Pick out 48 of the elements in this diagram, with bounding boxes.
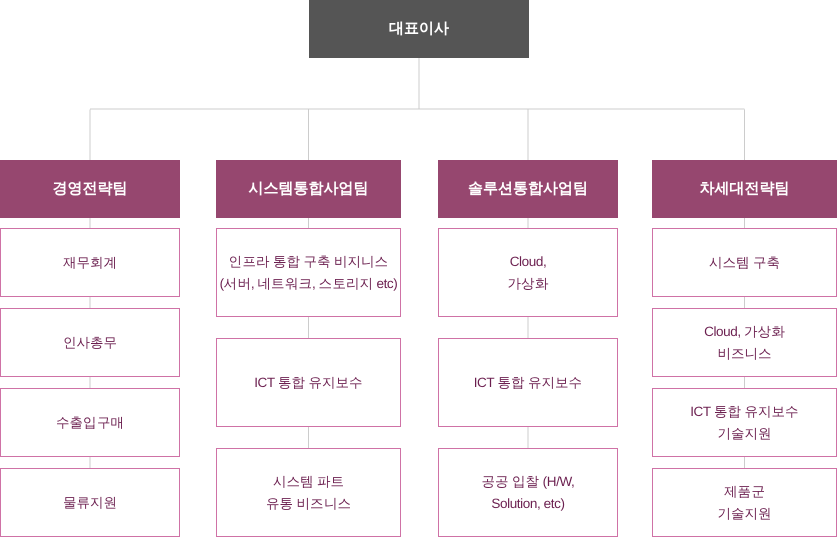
function-label: 제품군 기술지원 xyxy=(716,482,773,522)
function-box xyxy=(216,228,401,317)
team-name: 경영전략팀 xyxy=(52,179,128,199)
function-box xyxy=(652,388,837,457)
team-name: 솔루션통합사업팀 xyxy=(468,179,588,199)
connector-line xyxy=(744,218,745,228)
function-box xyxy=(652,228,837,297)
function-label: Cloud, 가상화 비즈니스 xyxy=(703,322,786,362)
function-box xyxy=(0,308,180,377)
team-box xyxy=(652,160,837,218)
function-label: 수출입구매 xyxy=(56,414,124,432)
function-label: 시스템 파트 유통 비즈니스 xyxy=(265,472,352,512)
team-box xyxy=(0,160,180,218)
function-box xyxy=(438,448,618,537)
function-box xyxy=(0,468,180,537)
connector-line xyxy=(744,109,745,160)
executive-box xyxy=(309,0,529,58)
function-box xyxy=(652,308,837,377)
connector-line xyxy=(308,218,309,228)
connector-line xyxy=(308,109,309,160)
function-label: 재무회계 xyxy=(62,254,118,272)
team-name: 차세대전략팀 xyxy=(700,179,790,199)
executive-title: 대표이사 xyxy=(389,19,449,39)
function-label: ICT 통합 유지보수 xyxy=(254,374,363,392)
function-label: Cloud, 가상화 xyxy=(506,252,550,292)
function-box xyxy=(652,468,837,537)
function-label: 인사총무 xyxy=(62,334,118,352)
function-box xyxy=(438,228,618,317)
connector-line xyxy=(744,296,745,308)
function-label: 물류지원 xyxy=(62,494,118,512)
function-box xyxy=(216,448,401,537)
function-label: ICT 통합 유지보수 xyxy=(474,374,582,392)
connector-line xyxy=(308,316,309,338)
function-box xyxy=(0,388,180,457)
connector-line xyxy=(744,376,745,388)
function-box xyxy=(216,338,401,427)
function-label: 공공 입찰 (H/W, Solution, etc) xyxy=(480,472,576,513)
team-name: 시스템통합사업팀 xyxy=(248,179,368,199)
connector-line xyxy=(744,456,745,468)
function-label: ICT 통합 유지보수 기술지원 xyxy=(689,402,800,442)
function-box xyxy=(438,338,618,427)
team-box xyxy=(438,160,618,218)
connector-line xyxy=(308,426,309,448)
team-box xyxy=(216,160,401,218)
function-label: 시스템 구축 xyxy=(708,254,780,272)
function-label: 인프라 통합 구축 비지니스 (서버, 네트워크, 스토리지 etc) xyxy=(218,252,398,293)
function-box xyxy=(0,228,180,297)
connector-line xyxy=(90,58,745,110)
